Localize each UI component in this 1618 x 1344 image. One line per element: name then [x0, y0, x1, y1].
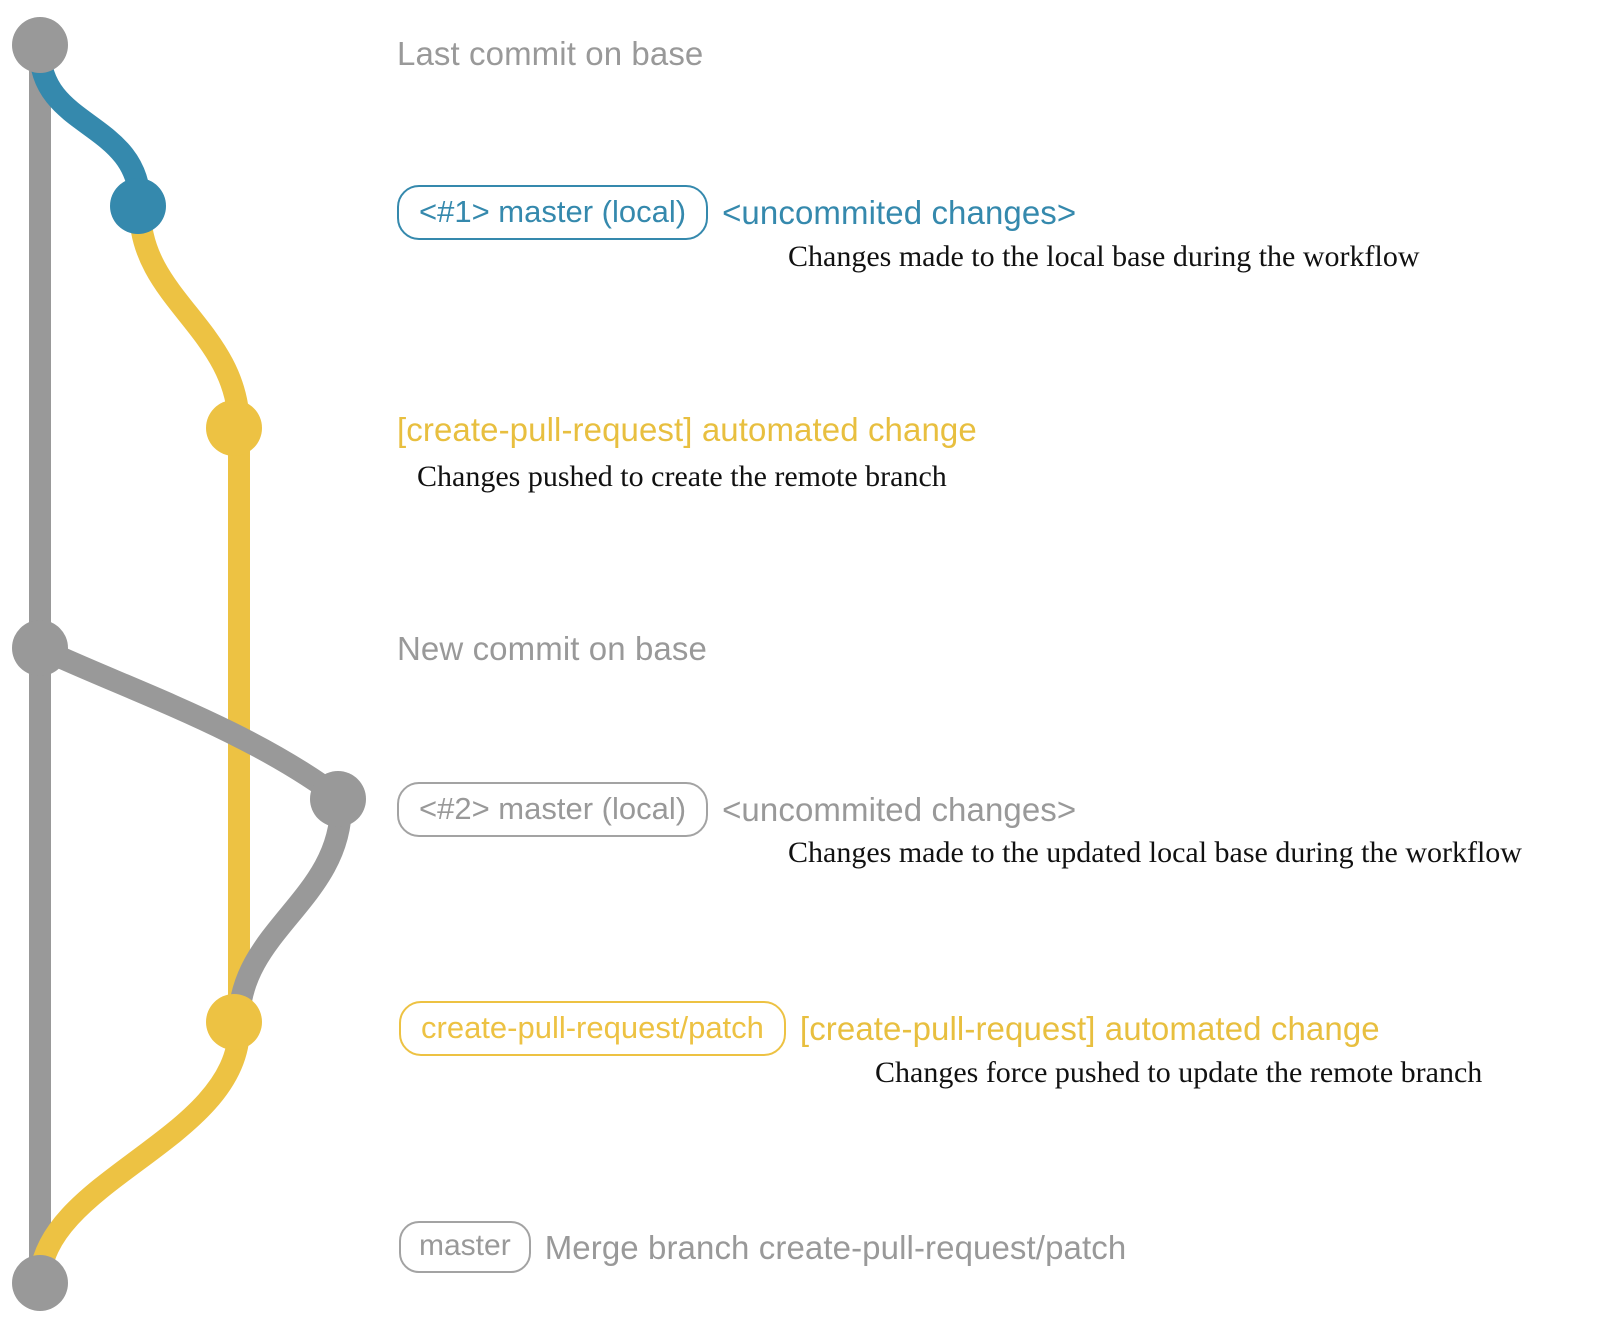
commit-message-automated-change-1: [create-pull-request] automated change — [397, 411, 977, 448]
commit-node-master-local-1 — [110, 178, 166, 234]
commit-node-merge — [12, 1255, 68, 1311]
commit-message-automated-change-2: [create-pull-request] automated change — [799, 1010, 1380, 1047]
commit-description-automated-change-2: Changes force pushed to update the remot… — [875, 1056, 1483, 1089]
commit-message-last-commit-on-base: Last commit on base — [397, 35, 704, 72]
commit-node-automated-change-1 — [206, 400, 262, 456]
updated-local-branch-curve — [33, 639, 352, 810]
commit-node-last-commit-on-base — [12, 17, 68, 73]
commit-description-master-local-2: Changes made to the updated local base d… — [788, 836, 1522, 869]
commit-node-new-commit-on-base — [12, 620, 68, 676]
commit-message-master-local-1: <uncommited changes> — [722, 194, 1077, 231]
commit-message-new-commit-on-base: New commit on base — [397, 630, 707, 667]
commit-description-master-local-1: Changes made to the local base during th… — [788, 240, 1420, 273]
commit-node-master-local-2 — [310, 771, 366, 827]
entry-merge-commit: master Merge branch create-pull-request/… — [399, 1221, 1126, 1273]
entry-automated-change-2: create-pull-request/patch [create-pull-r… — [399, 1001, 1380, 1056]
entry-last-commit-on-base: Last commit on base — [397, 37, 703, 70]
branch-badge-master[interactable]: master — [399, 1221, 531, 1273]
branch-badge-create-pull-request-patch[interactable]: create-pull-request/patch — [399, 1001, 786, 1056]
commit-description-automated-change-1: Changes pushed to create the remote bran… — [417, 460, 947, 493]
local-branch-curve-blue — [29, 39, 151, 216]
commit-message-master-local-2: <uncommited changes> — [722, 791, 1077, 828]
entry-master-local-2: <#2> master (local) <uncommited changes> — [397, 782, 1076, 837]
entry-automated-change-1: [create-pull-request] automated change — [397, 413, 977, 446]
commit-node-automated-change-2 — [206, 994, 262, 1050]
entry-new-commit-on-base: New commit on base — [397, 632, 707, 665]
entry-master-local-1: <#1> master (local) <uncommited changes> — [397, 185, 1076, 240]
patch-merge-curve — [29, 1017, 250, 1294]
patch-branch-curve-top — [129, 199, 250, 439]
updated-local-to-patch-curve — [228, 794, 352, 1033]
commit-message-merge: Merge branch create-pull-request/patch — [544, 1228, 1127, 1266]
branch-badge-master-local-1[interactable]: <#1> master (local) — [397, 185, 709, 240]
branch-badge-master-local-2[interactable]: <#2> master (local) — [397, 782, 709, 837]
